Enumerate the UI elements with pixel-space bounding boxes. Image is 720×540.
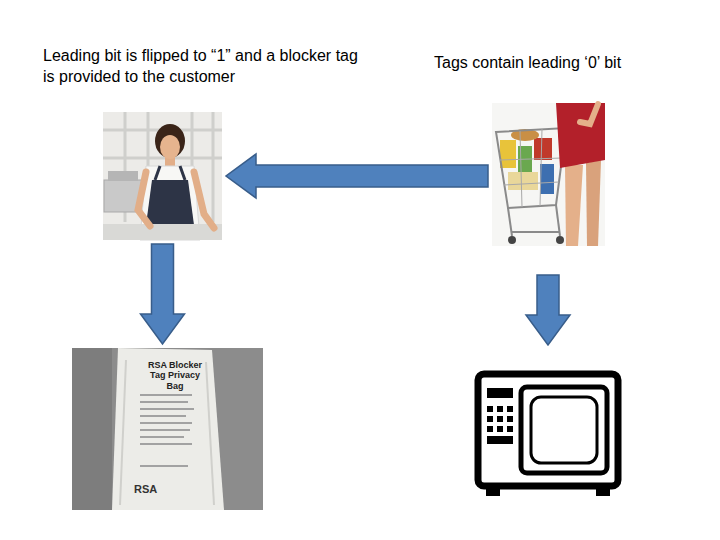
grocery-item — [534, 138, 552, 160]
key — [487, 436, 513, 444]
microwave-foot — [486, 488, 500, 496]
cart-wheel — [508, 236, 516, 244]
photo-background — [103, 112, 222, 240]
key — [497, 426, 503, 432]
shopper-photo-node: Tags contain leading ‘0’ bit — [492, 103, 605, 246]
print-line — [140, 394, 192, 396]
down-arrow — [526, 275, 570, 345]
key — [497, 416, 503, 422]
microwave-display — [487, 388, 513, 398]
leg — [586, 160, 601, 246]
red-skirt — [556, 103, 605, 168]
microwave-window — [531, 397, 597, 463]
block-arrow — [141, 244, 185, 344]
photo-background — [492, 103, 605, 246]
key — [487, 416, 493, 422]
key — [487, 406, 493, 412]
step-caption: Leading bit is flipped to “1” and a bloc… — [43, 46, 363, 88]
mesh-line — [520, 131, 522, 207]
privacy-bag-node: RSA Blocker Tag Privacy BagRSA — [72, 348, 263, 510]
block-arrow — [226, 154, 488, 198]
key — [507, 426, 513, 432]
mesh-line — [540, 129, 542, 206]
mesh-line — [504, 182, 559, 185]
mesh-line — [500, 158, 562, 160]
arm — [580, 104, 598, 124]
bag-title: RSA Blocker Tag Privacy Bag — [144, 360, 206, 391]
print-line — [140, 408, 194, 410]
print-line — [140, 429, 190, 431]
apron-strap — [180, 166, 185, 180]
bag-fold — [206, 362, 214, 505]
bag-fold — [120, 360, 126, 505]
key — [487, 426, 493, 432]
print-line — [140, 436, 184, 438]
microwave-icon — [478, 374, 618, 496]
register-display — [108, 171, 138, 181]
print-line — [140, 465, 188, 467]
cart-basket — [496, 128, 566, 208]
print-line — [140, 415, 186, 417]
cart-wheel — [556, 236, 564, 244]
photo-shade — [72, 348, 112, 510]
microwave-keypad — [487, 406, 513, 444]
print-line — [140, 401, 188, 403]
cashier-photo — [103, 112, 222, 240]
shelf-line — [103, 157, 222, 160]
cart-mesh — [500, 129, 562, 207]
counter — [103, 224, 222, 240]
key — [507, 406, 513, 412]
plastic-bag — [112, 348, 224, 510]
cart-frame — [508, 208, 512, 236]
leg — [565, 165, 583, 246]
print-line — [140, 422, 192, 424]
cart-frame — [512, 231, 560, 233]
privacy-bag-photo — [72, 348, 263, 510]
microwave-body — [478, 374, 618, 486]
grocery-item — [508, 172, 538, 190]
photo-background — [72, 348, 263, 510]
microwave-foot — [596, 488, 610, 496]
face — [160, 135, 180, 159]
bag-print — [140, 394, 194, 467]
key — [497, 406, 503, 412]
bag-logo: RSA — [134, 483, 157, 496]
key — [507, 416, 513, 422]
step-caption: Tags contain leading ‘0’ bit — [434, 53, 621, 74]
microwave-door — [521, 387, 607, 473]
hair — [155, 124, 185, 158]
cashier-photo-node: Leading bit is flipped to “1” and a bloc… — [103, 112, 222, 240]
grocery-item — [540, 164, 554, 194]
grocery-item — [500, 140, 516, 168]
shopper-photo — [492, 103, 605, 246]
print-line — [140, 443, 192, 445]
arm — [194, 172, 214, 228]
apron-strap — [155, 166, 160, 180]
arm — [138, 172, 150, 226]
